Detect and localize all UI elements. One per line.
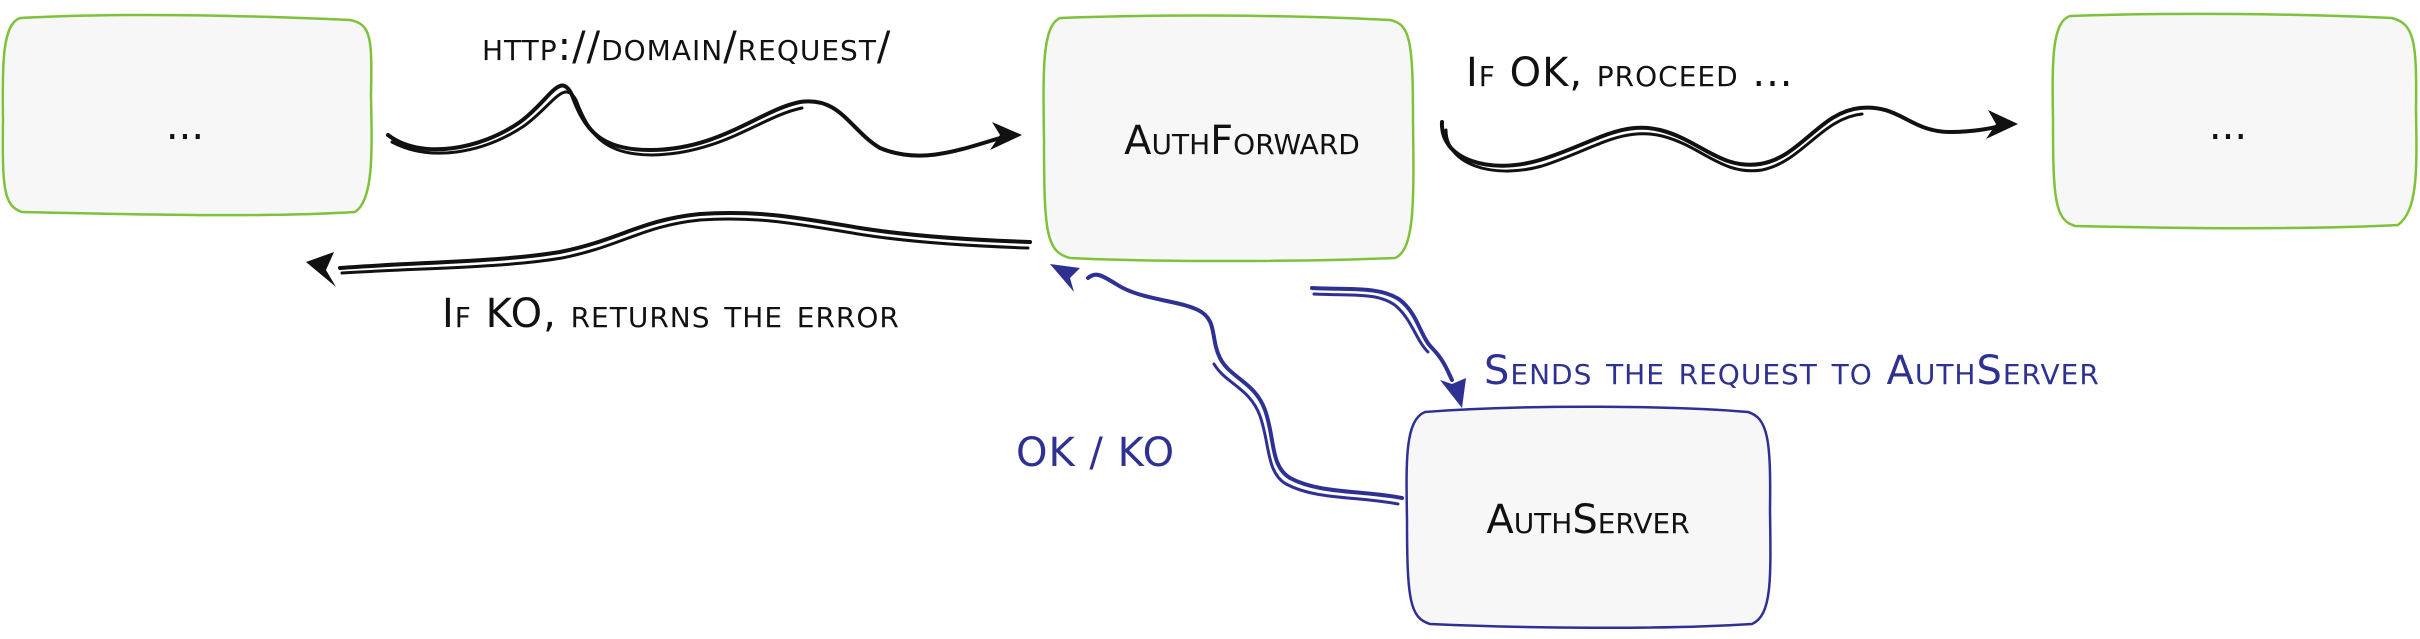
proceed-arrow-line — [1439, 105, 2012, 168]
auth-forward-box — [1042, 14, 1415, 263]
next-label: ... — [2209, 103, 2247, 149]
error-label: If KO, returns the error — [442, 291, 900, 337]
request-arrow-line — [386, 83, 1002, 158]
response-arrowhead — [1050, 264, 1080, 292]
proceed-edge: If OK, proceed ... — [1439, 50, 2018, 173]
auth-forward-label: AuthForward — [1124, 118, 1360, 164]
send-label: Sends the request to AuthServer — [1484, 348, 2100, 394]
client-node: ... — [1, 13, 373, 217]
client-box — [1, 13, 373, 217]
auth-server-node: AuthServer — [1405, 405, 1772, 630]
send-edge: Sends the request to AuthServer — [1310, 286, 2100, 408]
response-label: OK / KO — [1016, 430, 1175, 476]
next-node: ... — [2051, 12, 2418, 230]
request-arrow-line-2 — [390, 90, 804, 157]
send-arrow-line-2 — [1312, 292, 1430, 354]
send-arrowhead — [1440, 378, 1466, 408]
request-edge: http://domain/request/ — [386, 24, 1022, 158]
send-arrow-line — [1310, 286, 1454, 382]
response-arrow-line — [1086, 272, 1404, 500]
proceed-arrowhead — [1986, 110, 2018, 139]
proceed-label: If OK, proceed ... — [1466, 50, 1794, 96]
response-arrow-line-2 — [1212, 362, 1400, 506]
proceed-arrow-line-2 — [1444, 112, 1864, 173]
request-label: http://domain/request/ — [482, 24, 891, 70]
error-arrow-line — [338, 210, 1032, 270]
auth-server-label: AuthServer — [1486, 497, 1689, 543]
error-arrowhead — [306, 252, 336, 287]
request-arrowhead — [990, 122, 1022, 150]
error-arrow-line-2 — [340, 217, 1030, 275]
auth-forward-node: AuthForward — [1042, 14, 1415, 263]
auth-server-box — [1405, 405, 1772, 630]
error-edge: If KO, returns the error — [306, 210, 1032, 337]
response-edge: OK / KO — [1016, 264, 1404, 506]
next-box — [2051, 12, 2418, 230]
client-label: ... — [166, 103, 204, 149]
